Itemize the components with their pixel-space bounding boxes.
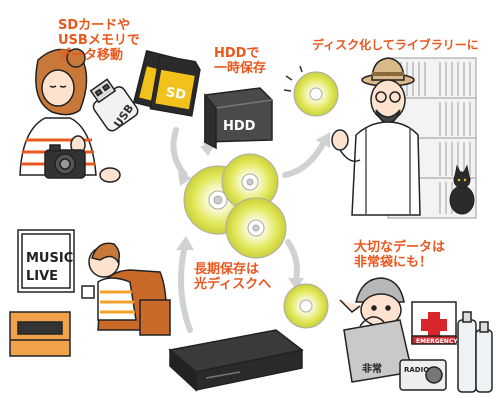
arrow-disc-to-library [282,137,328,178]
sd-card-label: SD [165,85,188,103]
tv-icon [17,229,75,293]
disc-icon [221,153,279,211]
tv-line1: MUSIC [26,251,73,266]
caption-longterm-line1: 長期保存は [194,262,260,277]
caption-sd-usb-line2: USBメモリで [58,33,140,48]
caption-emergency: 大切なデータは 非常袋にも！ [354,240,445,270]
sd-card-icon [132,49,201,117]
caption-library: ディスク化してライブラリーに [312,38,479,53]
tv-stand [9,311,71,357]
hdd-label: HDD [223,119,256,134]
radio-label: RADIO [404,366,429,374]
first-aid-label: EMERGENCY [416,338,458,345]
sparkle-lines [283,65,303,92]
disc-icon [283,283,329,329]
arrow-heads [176,132,330,290]
first-aid-kit-icon [411,301,457,345]
bag-label: 非常 [362,362,382,375]
arrow-disc-to-emergency [285,239,300,283]
caption-sd-usb-line3: データ移動 [58,48,124,63]
caption-longterm-line2: 光ディスクへ [194,277,272,292]
caption-emergency-line2: 非常袋にも！ [354,255,433,270]
caption-sd-usb: SDカードや USBメモリで データ移動 [58,18,140,63]
caption-hdd: HDDで 一時保存 [214,46,266,76]
camera-icon [44,144,86,179]
man-with-hat [331,57,421,216]
emergency-helmet-person [339,277,405,327]
cat-icon [449,164,475,215]
radio-icon [399,359,447,391]
caption-library-line1: ディスク化してライブラリーに [312,38,479,52]
disc-icon [293,71,339,117]
caption-emergency-line1: 大切なデータは [354,240,446,255]
caption-longterm: 長期保存は 光ディスクへ [194,262,271,292]
man-relaxing [81,242,171,336]
recorder-icon [168,329,304,392]
caption-hdd-line2: 一時保存 [214,61,267,76]
arrow-recorder-to-disc [178,242,193,333]
disc-icon [225,197,287,259]
caption-sd-usb-line1: SDカードや [58,18,131,33]
usb-stick-icon [89,78,139,132]
hdd-icon [204,87,273,150]
disc-stack [183,153,287,259]
caption-hdd-line1: HDDで [214,46,260,61]
water-bottles [457,311,493,393]
woman-with-camera [19,48,121,183]
arrow-sd-to-disc [170,127,188,178]
tv-line2: LIVE [26,269,58,284]
